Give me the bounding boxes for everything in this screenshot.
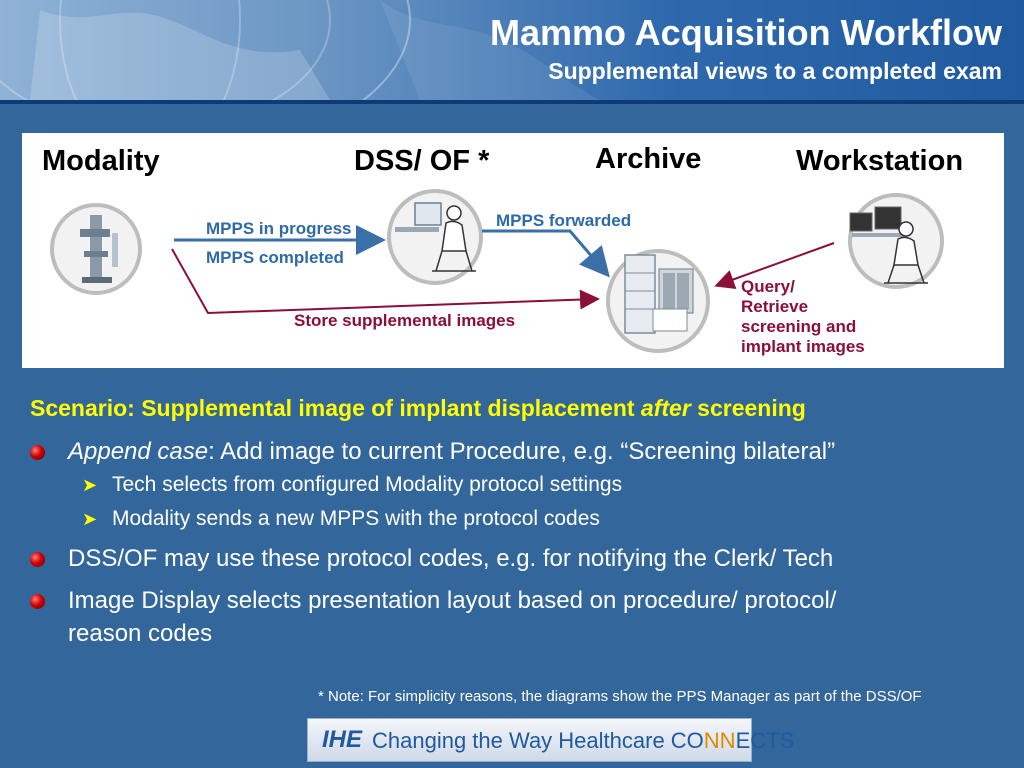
actor-modality: Modality <box>42 145 160 177</box>
bullet-icon <box>30 445 45 460</box>
query-retrieve-arrow <box>714 242 835 289</box>
actor-dss: DSS/ OF * <box>354 145 490 177</box>
arrow-bullet-icon: ➤ <box>82 475 98 495</box>
diagram-graphics <box>50 189 944 353</box>
scenario-emphasis: after <box>640 395 691 421</box>
scenario-prefix: Scenario: Supplemental image of implant … <box>30 395 641 421</box>
scenario-heading: Scenario: Supplemental image of implant … <box>30 395 806 422</box>
bullet-icon <box>30 552 45 567</box>
brand-part-1: CO <box>670 728 704 753</box>
bullet-text: DSS/OF may use these protocol codes, e.g… <box>68 545 834 572</box>
msg-query-line1: Query/ <box>741 277 795 296</box>
header-divider <box>0 100 1024 104</box>
footnote: * Note: For simplicity reasons, the diag… <box>318 688 922 705</box>
msg-mpps-completed: MPPS completed <box>206 248 344 267</box>
workstation-user-icon <box>848 193 944 289</box>
computer-user-icon <box>387 189 483 285</box>
tagline: Changing the Way Healthcare CONNECTS <box>372 728 794 754</box>
bullet-text: Append case: Add image to current Proced… <box>68 438 835 466</box>
ihe-logo-icon: IHE <box>322 726 363 753</box>
bullet-text-line1: Image Display selects presentation layou… <box>68 587 837 614</box>
append-case-text: : Add image to current Procedure, e.g. “… <box>208 438 836 465</box>
header-banner: Mammo Acquisition Workflow Supplemental … <box>0 0 1024 100</box>
ihe-connects-logo: IHE Changing the Way Healthcare CONNECTS <box>307 718 794 762</box>
store-images-arrow <box>171 248 600 315</box>
workflow-diagram: Modality DSS/ OF * Archive Workstation M… <box>22 133 1004 368</box>
brand-part-3: ECTS <box>735 728 795 753</box>
bullet-icon <box>30 594 45 609</box>
msg-mpps-forwarded: MPPS forwarded <box>496 211 632 230</box>
page-title: Mammo Acquisition Workflow <box>489 12 1002 53</box>
sub-bullet-text: Tech selects from configured Modality pr… <box>112 473 623 496</box>
msg-query-line4: implant images <box>741 337 865 356</box>
archive-server-icon <box>606 249 710 353</box>
sub-bullet-text: Modality sends a new MPPS with the proto… <box>112 507 600 530</box>
actor-workstation: Workstation <box>796 145 964 177</box>
scenario-suffix: screening <box>690 395 806 421</box>
mpps-forward-arrow <box>482 229 610 278</box>
tagline-prefix: Changing the Way Healthcare <box>372 728 671 753</box>
append-case-emphasis: Append case <box>68 438 209 465</box>
msg-query-line3: screening and <box>741 317 857 336</box>
page-subtitle: Supplemental views to a completed exam <box>548 58 1002 84</box>
brand-part-2: NN <box>703 728 736 753</box>
msg-query-line2: Retrieve <box>741 297 809 316</box>
msg-mpps-in-progress: MPPS in progress <box>206 219 352 238</box>
bullet-text-line2: reason codes <box>68 620 213 647</box>
arrow-bullet-icon: ➤ <box>82 509 98 529</box>
globe-graphic-icon <box>0 0 600 100</box>
actor-archive: Archive <box>595 143 702 175</box>
mammography-unit-icon <box>50 203 142 295</box>
msg-store-images: Store supplemental images <box>294 311 516 330</box>
